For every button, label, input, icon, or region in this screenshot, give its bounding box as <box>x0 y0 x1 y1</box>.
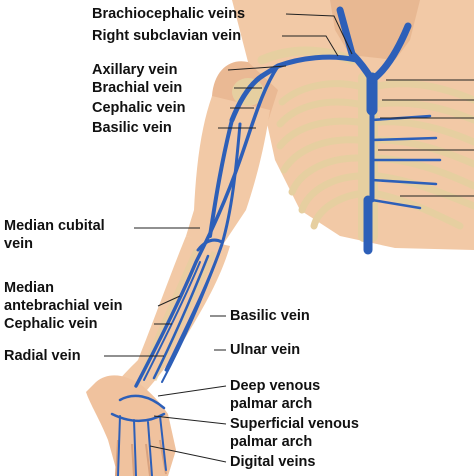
label-right-subclavian-vein: Right subclavian vein <box>92 28 242 44</box>
label-basilic-vein-upper: Basilic vein <box>92 120 172 136</box>
label-median-antebrachial-vein-line2: antebrachial vein <box>4 298 123 314</box>
label-cephalic-vein-lower: Cephalic vein <box>4 316 98 332</box>
label-brachial-vein: Brachial vein <box>92 80 183 96</box>
brachiocephalic-right <box>336 6 376 84</box>
label-radial-vein: Radial vein <box>4 348 81 364</box>
digital-veins <box>117 415 167 476</box>
brachial-vein <box>208 118 234 238</box>
hand <box>86 375 176 476</box>
radial-vein <box>143 261 201 381</box>
label-basilic-vein-lower: Basilic vein <box>230 308 310 324</box>
label-deep-venous-palmar-arch-line2: palmar arch <box>230 396 313 412</box>
median-antebrachial-vein <box>152 254 210 380</box>
label-digital-veins: Digital veins <box>230 454 316 470</box>
median-cubital-vein <box>196 238 224 252</box>
fingers <box>115 439 167 476</box>
brachiocephalic-left <box>368 22 412 84</box>
ulnar-vein <box>161 255 219 383</box>
axillary-vein <box>229 73 265 123</box>
label-superficial-venous-palmar-arch-line2: palmar arch <box>230 434 313 450</box>
deep-palmar-arch <box>118 394 166 410</box>
leader-lines <box>104 13 474 463</box>
label-brachiocephalic-veins: Brachiocephalic veins <box>92 6 246 22</box>
label-deep-venous-palmar-arch-line1: Deep venous <box>230 378 321 394</box>
label-axillary-vein: Axillary vein <box>92 62 178 78</box>
basilic-vein <box>164 122 242 372</box>
label-cephalic-vein-upper: Cephalic vein <box>92 100 186 116</box>
label-superficial-venous-palmar-arch-line1: Superficial venous <box>230 416 359 432</box>
label-median-cubital-vein-line1: Median cubital <box>4 218 105 234</box>
label-median-cubital-vein-line2: vein <box>4 236 34 252</box>
label-ulnar-vein: Ulnar vein <box>230 342 301 358</box>
label-median-antebrachial-vein-line1: Median <box>4 280 54 296</box>
